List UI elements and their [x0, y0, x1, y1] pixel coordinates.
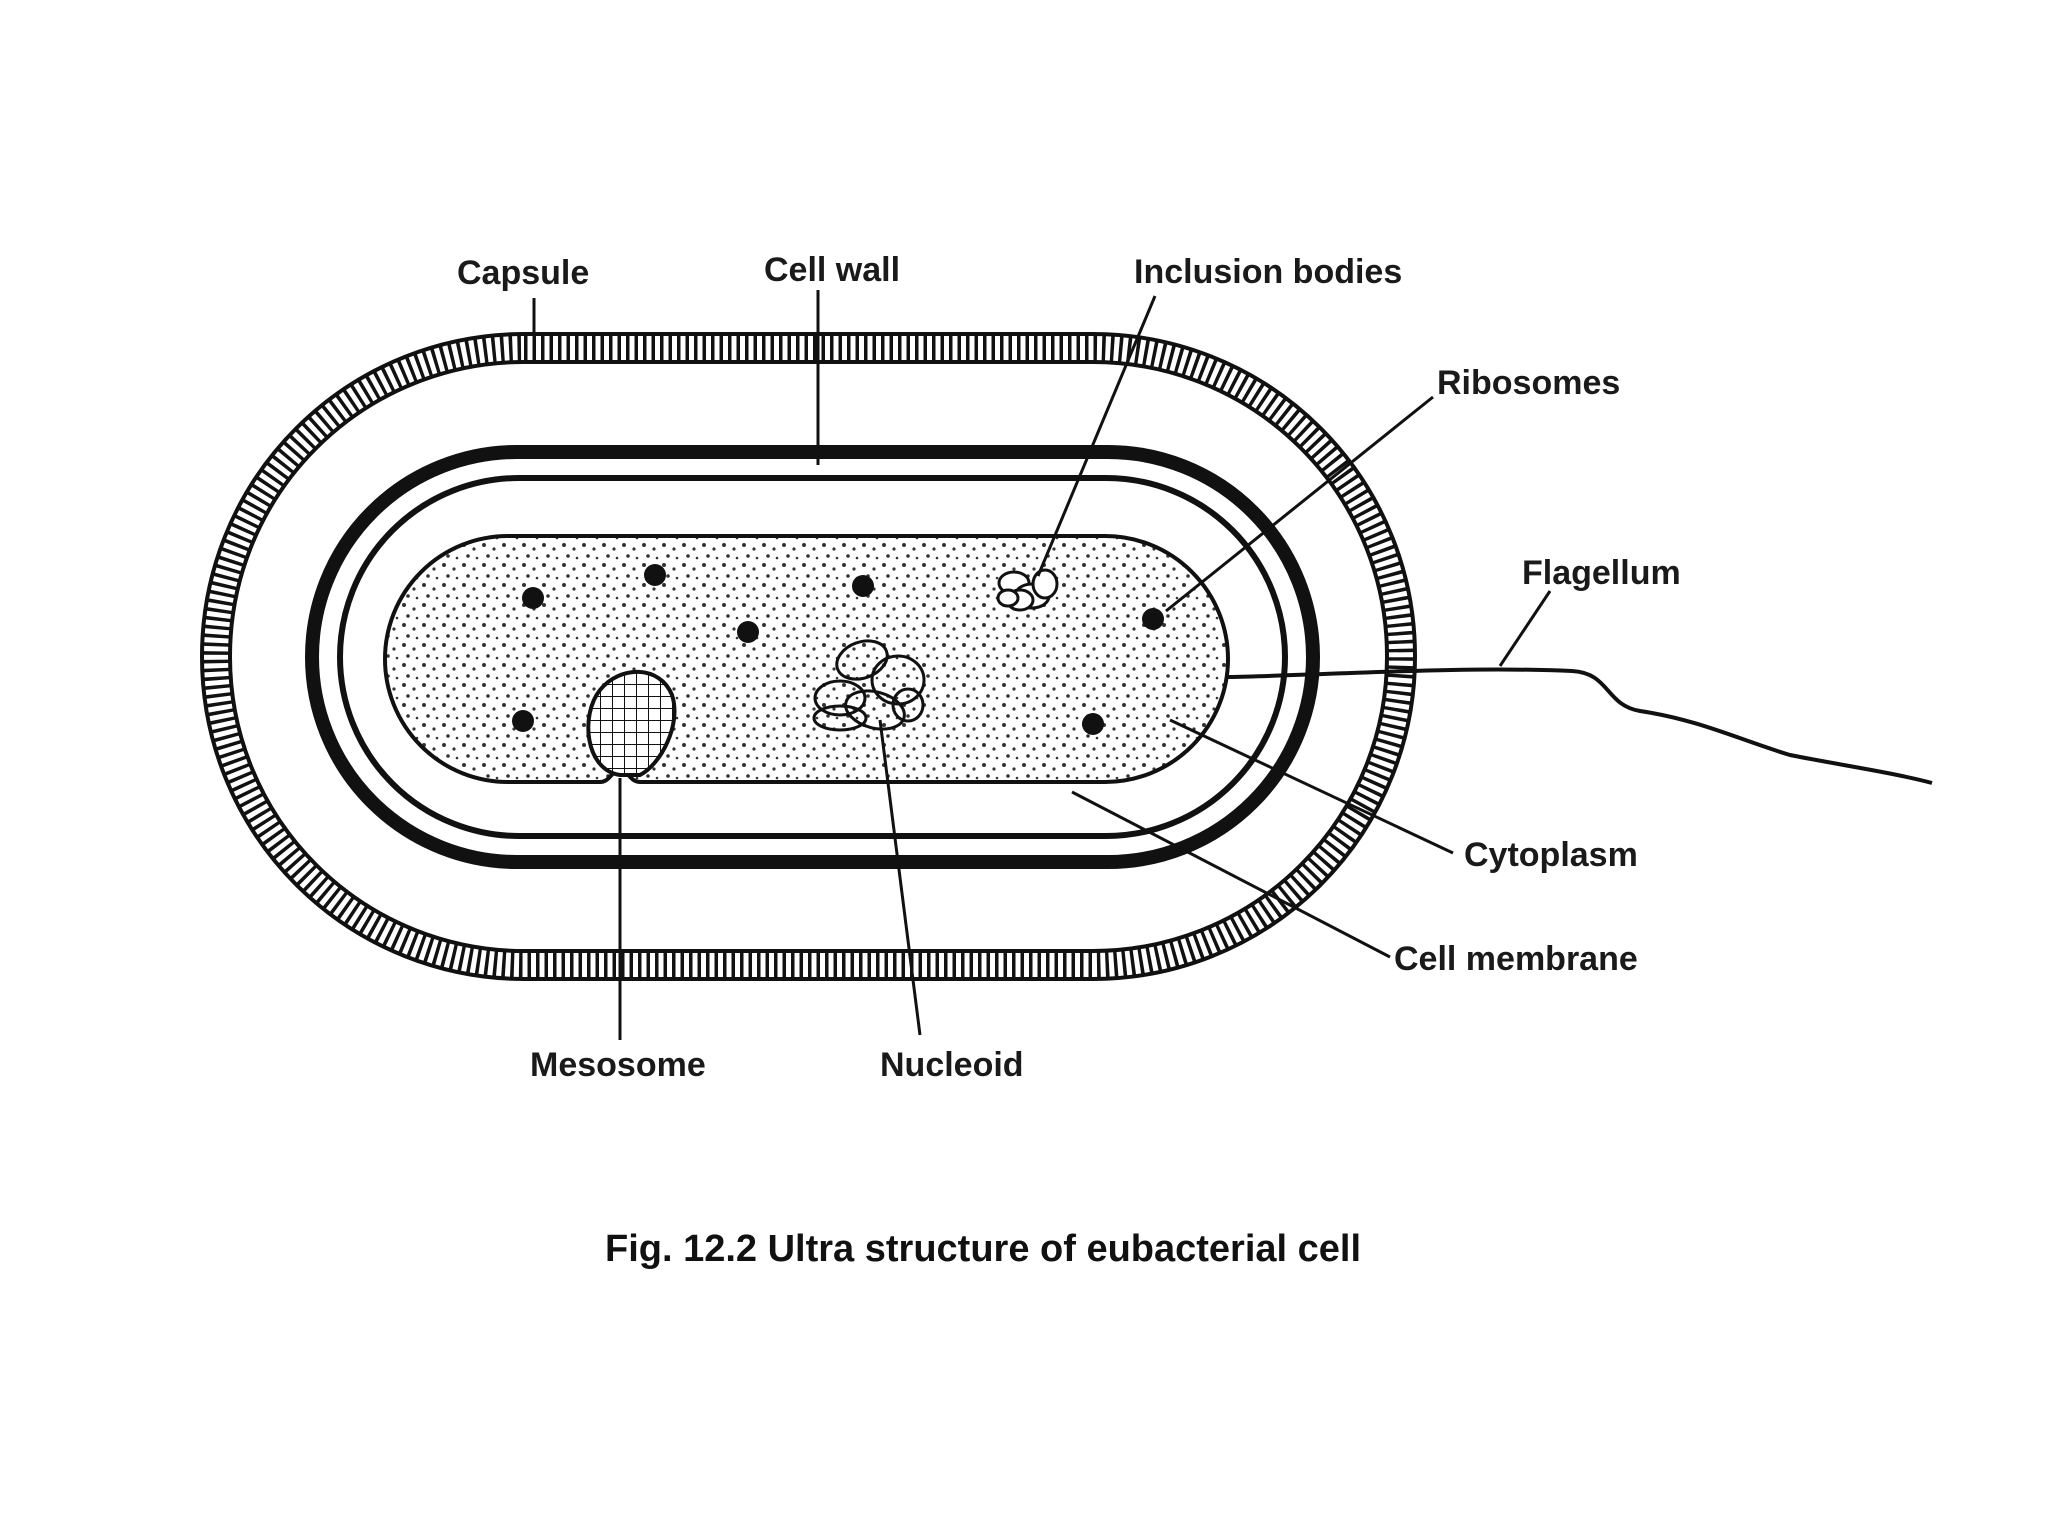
cytoplasm-leader — [1169, 718, 1454, 855]
label-nucleoid: Nucleoid — [880, 1046, 1024, 1084]
labels: Capsule Cell wall Inclusion bodies Ribos… — [457, 251, 1681, 1084]
inclusion-bodies — [996, 568, 1059, 612]
flagellum — [1227, 667, 1933, 785]
mesosome — [586, 669, 677, 777]
cell-membrane-leader — [1071, 790, 1391, 959]
label-ribosomes: Ribosomes — [1437, 364, 1620, 402]
label-capsule: Capsule — [457, 254, 589, 292]
nucleoid-leader — [878, 719, 922, 1036]
ribosomes — [512, 564, 1164, 735]
cytoplasm — [383, 534, 1230, 784]
label-cell-membrane: Cell membrane — [1394, 940, 1638, 978]
nucleoid — [812, 639, 926, 732]
label-inclusion-bodies: Inclusion bodies — [1134, 253, 1402, 291]
figure-caption: Fig. 12.2 Ultra structure of eubacterial… — [605, 1228, 1361, 1270]
label-cytoplasm: Cytoplasm — [1464, 836, 1638, 874]
leader-lines — [532, 290, 1552, 1040]
flagellum-leader — [1498, 590, 1552, 667]
ribosomes-leader — [1165, 395, 1434, 613]
label-cell-wall: Cell wall — [764, 251, 900, 289]
label-flagellum: Flagellum — [1522, 554, 1681, 592]
inclusion-bodies-leader — [1036, 295, 1157, 577]
capsule — [200, 332, 1417, 981]
label-mesosome: Mesosome — [530, 1046, 706, 1084]
